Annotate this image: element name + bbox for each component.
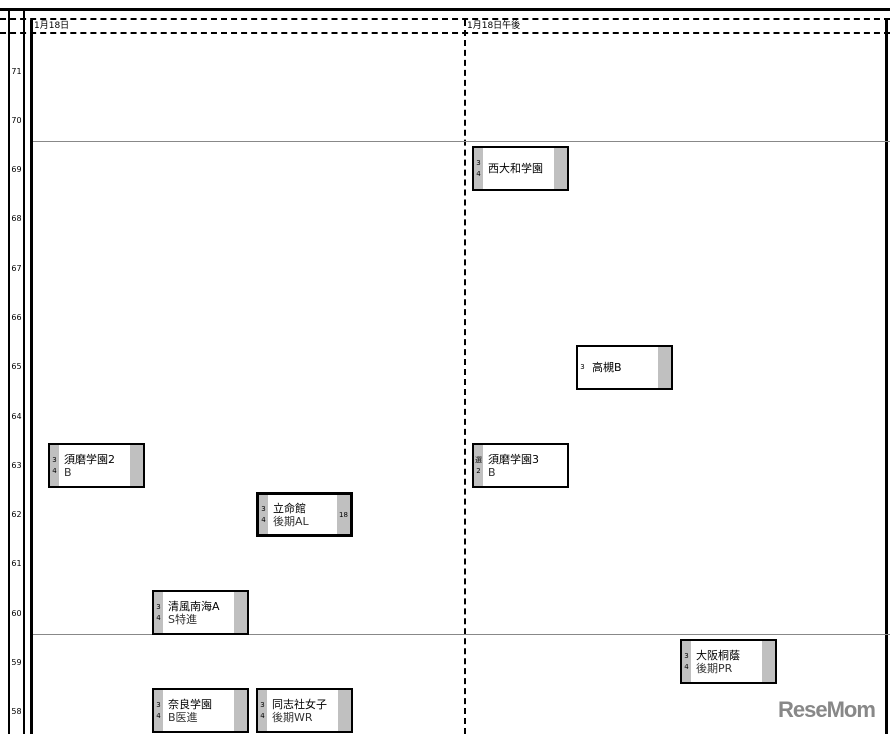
entry-code: 3 [156,602,161,611]
exam-type: 後期PR [696,661,733,675]
score-label: 66 [11,313,22,322]
top-border [0,8,890,11]
header-bottom-dash [0,32,890,34]
entry-code: 4 [156,711,161,720]
entry-code: 3 [52,455,57,464]
school-name: 奈良学園 [168,697,212,711]
entry-code: 4 [260,711,265,720]
entry-right-strip [130,445,143,486]
score-label: 61 [11,559,22,568]
score-label: 68 [11,214,22,223]
exam-type: B [64,465,72,479]
entry-code: 4 [476,169,481,178]
school-entry[interactable]: 3 高槻B [576,345,673,390]
school-name: 高槻B [592,361,622,374]
score-label: 70 [11,116,22,125]
entry-code: 3 [580,363,585,371]
school-name: 大阪桐蔭 [696,648,740,662]
entry-code: 4 [684,662,689,671]
entry-right-strip [658,347,671,388]
entry-code: 4 [52,466,57,475]
school-name: 西大和学園 [488,162,543,175]
entry-code: 3 [156,700,161,709]
school-name: 須磨学園3 [488,452,539,466]
entry-right-strip [338,690,351,731]
exam-type: B医進 [168,710,198,724]
score-label: 71 [11,67,22,76]
score-divider [23,9,25,734]
entry-code: 3 [261,504,266,513]
school-name: 須磨学園2 [64,452,115,466]
band-line-60 [33,634,890,635]
column-header-1-18-pm: 1月18日午後 [467,21,521,31]
entry-code: 4 [156,613,161,622]
score-label: 59 [11,658,22,667]
score-label: 63 [11,461,22,470]
entry-code: 4 [261,515,266,524]
entry-code: 3 [260,700,265,709]
entry-right-strip [554,148,567,189]
left-border [8,9,10,734]
entry-right-strip [234,592,247,633]
exam-type: S特進 [168,612,197,626]
score-label: 64 [11,412,22,421]
entry-right-strip: 18 [337,495,350,534]
column-divider [464,20,466,734]
entry-right-strip [234,690,247,731]
score-label: 60 [11,609,22,618]
header-top-dash [0,18,890,20]
right-border [885,20,888,734]
school-name: 同志社女子 [272,697,327,711]
entry-code: 3 [684,651,689,660]
resemom-watermark-logo: ReseMom [778,697,876,722]
exam-type: B [488,465,496,479]
entry-right-strip [762,641,775,682]
entry-code: 3 [476,158,481,167]
entry-code: 選 [475,455,482,464]
exam-type: 後期AL [273,514,309,528]
score-label: 65 [11,362,22,371]
column-start-line [30,20,33,734]
column-header-1-18: 1月18日 [34,21,70,31]
school-name: 清風南海A [168,599,220,613]
school-name: 立命館 [273,501,306,515]
score-label: 67 [11,264,22,273]
score-label: 69 [11,165,22,174]
score-label: 62 [11,510,22,519]
score-label: 58 [11,707,22,716]
entry-code: 2 [476,466,481,475]
band-line-70 [33,141,890,142]
entry-left-strip: 3 [578,347,587,388]
exam-type: 後期WR [272,710,313,724]
